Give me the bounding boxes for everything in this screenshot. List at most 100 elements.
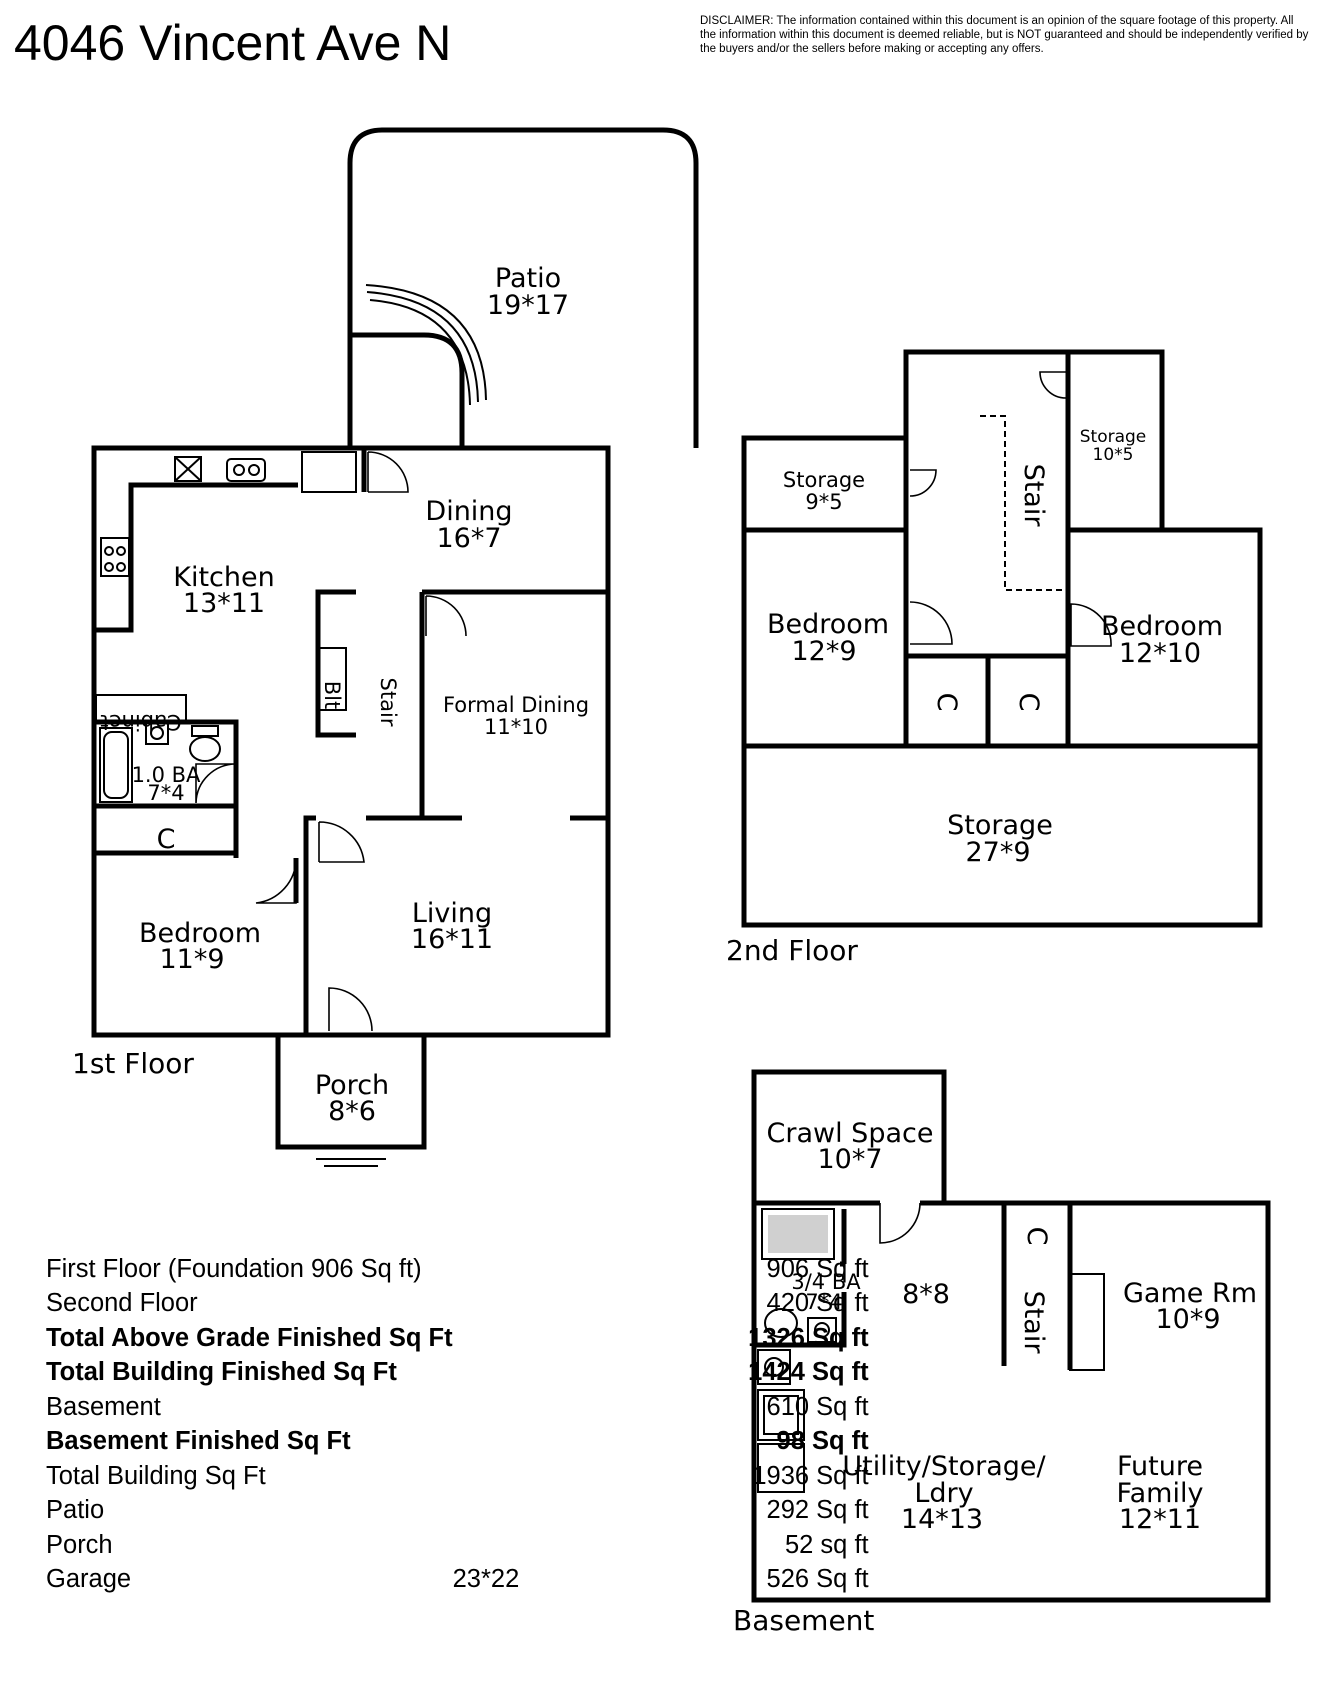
second-floor-plan: Storage 9*5 Storage 10*5 Stair Bedroom 1… (726, 349, 1263, 967)
second-floor-label: 2nd Floor (726, 934, 858, 967)
storage-bottom-label: Storage (947, 810, 1053, 841)
first-floor-plan: Patio 19*17 Dining 16*7 Kitchen 13*11 Ca… (72, 127, 699, 1167)
sqft-row-dims: 23*22 (452, 1565, 520, 1594)
sqft-row-value: 420 Sq ft (766, 1289, 869, 1318)
closet-label: C (157, 824, 176, 855)
bedroom-right-dims: 12*10 (1119, 638, 1201, 669)
blt-label: Blt (320, 681, 344, 709)
porch-dims: 8*6 (328, 1096, 376, 1127)
patio-dims: 19*17 (487, 290, 569, 321)
toilet-icon (764, 1308, 798, 1338)
sink-icon (226, 458, 266, 482)
sqft-row-label: Patio (46, 1496, 105, 1525)
sqft-row-value: 98 Sq ft (776, 1427, 869, 1456)
stair-label: Stair (1018, 464, 1049, 528)
sqft-row: Total Building Finished Sq Ft 1424 Sq ft (46, 1356, 869, 1391)
sqft-row: Second Floor 420 Sq ft (46, 1287, 869, 1322)
future-family-dims: 12*11 (1119, 1504, 1201, 1535)
patio-step-arc-2 (366, 291, 479, 403)
patio-step-arc-3 (365, 284, 487, 401)
sqft-row-label: Garage (46, 1565, 132, 1594)
game-room-fixture (1069, 1273, 1105, 1371)
basement-plan: Crawl Space 10*7 3/4 BA 7*4 8*8 C Stair … (733, 1069, 1271, 1637)
future-family-label-2: Family (1117, 1478, 1204, 1509)
sqft-row: Total Building Sq Ft 1936 Sq ft (46, 1459, 869, 1494)
basement-label: Basement (733, 1604, 874, 1637)
sqft-row-value: 1936 Sq ft (752, 1461, 869, 1490)
sqft-row-dims (453, 1494, 739, 1529)
sqft-row-dims (453, 1321, 739, 1356)
cabinet-label: Cabinet (100, 710, 181, 734)
stair-dashed-path (980, 415, 1068, 591)
utility-label: Utility/Storage/ (842, 1451, 1046, 1482)
sqft-row: Basement 610 Sq ft (46, 1390, 869, 1425)
sqft-row-dims (453, 1252, 739, 1287)
hall-dims: 8*8 (902, 1279, 950, 1310)
sqft-row-label: Total Building Finished Sq Ft (46, 1358, 397, 1387)
storage-right-label: Storage (1080, 427, 1147, 447)
closet-label: C (1013, 693, 1044, 712)
crawl-space-label: Crawl Space (767, 1118, 934, 1149)
utility-sink-icon (757, 1349, 791, 1385)
stair-label: Stair (376, 678, 400, 727)
game-room-label: Game Rm (1123, 1278, 1257, 1309)
stove-icon (100, 537, 130, 577)
bath-label: 3/4 BA (791, 1270, 861, 1294)
bath-dims: 7*4 (805, 1290, 842, 1314)
closet-label: C (1021, 1227, 1052, 1246)
patio-step-arc-1 (369, 299, 471, 406)
bath-dims: 7*4 (147, 781, 184, 805)
dishwasher-icon (174, 456, 202, 482)
storage-right-dims: 10*5 (1093, 445, 1134, 465)
storage-bottom-dims: 27*9 (965, 837, 1030, 868)
patio-inner-wall (350, 332, 465, 448)
formal-dining-label: Formal Dining (443, 693, 589, 717)
sqft-row: First Floor (Foundation 906 Sq ft) 906 Sq… (46, 1252, 869, 1287)
sqft-row: Basement Finished Sq Ft 98 Sq ft (46, 1425, 869, 1460)
future-family-label: Future (1117, 1451, 1203, 1482)
sink-icon (145, 721, 169, 745)
sqft-row-value: 1424 Sq ft (748, 1358, 869, 1387)
kitchen-dims: 13*11 (183, 588, 265, 619)
bathtub-icon (99, 727, 133, 803)
sqft-row-label: Basement Finished Sq Ft (46, 1427, 351, 1456)
living-dims: 16*11 (411, 924, 493, 955)
sqft-row-value: 906 Sq ft (766, 1254, 869, 1283)
sqft-row-value: 610 Sq ft (766, 1392, 869, 1421)
dryer-icon (757, 1389, 805, 1441)
stair-wall-left (315, 589, 356, 738)
storage-left-dims: 9*5 (805, 490, 842, 514)
sqft-row-label: Basement (46, 1392, 161, 1421)
kitchen-label: Kitchen (173, 562, 274, 593)
bedroom-label: Bedroom (139, 918, 261, 949)
porch-label: Porch (315, 1070, 389, 1101)
refrigerator-icon (301, 451, 357, 493)
dining-label: Dining (425, 496, 512, 527)
toilet-icon (189, 736, 221, 762)
crawl-space-dims: 10*7 (817, 1144, 882, 1175)
sqft-row-dims (453, 1390, 739, 1425)
bedroom-dims: 11*9 (159, 944, 224, 975)
bedroom-living-wall (303, 815, 316, 1035)
kitchen-counter (94, 482, 298, 633)
sqft-row-dims (453, 1287, 739, 1322)
storage-left-label: Storage (783, 468, 865, 492)
sqft-row-label: First Floor (Foundation 906 Sq ft) (46, 1254, 422, 1283)
sqft-row-dims (453, 1356, 739, 1391)
stair-label: Stair (1018, 1291, 1049, 1355)
living-label: Living (412, 898, 492, 929)
bath-label: 1.0 BA (132, 763, 201, 787)
bedroom-left-label: Bedroom (767, 609, 889, 640)
shower-icon (761, 1208, 835, 1260)
sqft-row-label: Porch (46, 1530, 113, 1559)
sqft-row-label: Second Floor (46, 1289, 198, 1318)
dining-dims: 16*7 (436, 523, 501, 554)
sqft-row-label: Total Building Sq Ft (46, 1461, 266, 1490)
patio-outline (347, 127, 699, 448)
utility-label-2: Ldry (914, 1478, 973, 1509)
